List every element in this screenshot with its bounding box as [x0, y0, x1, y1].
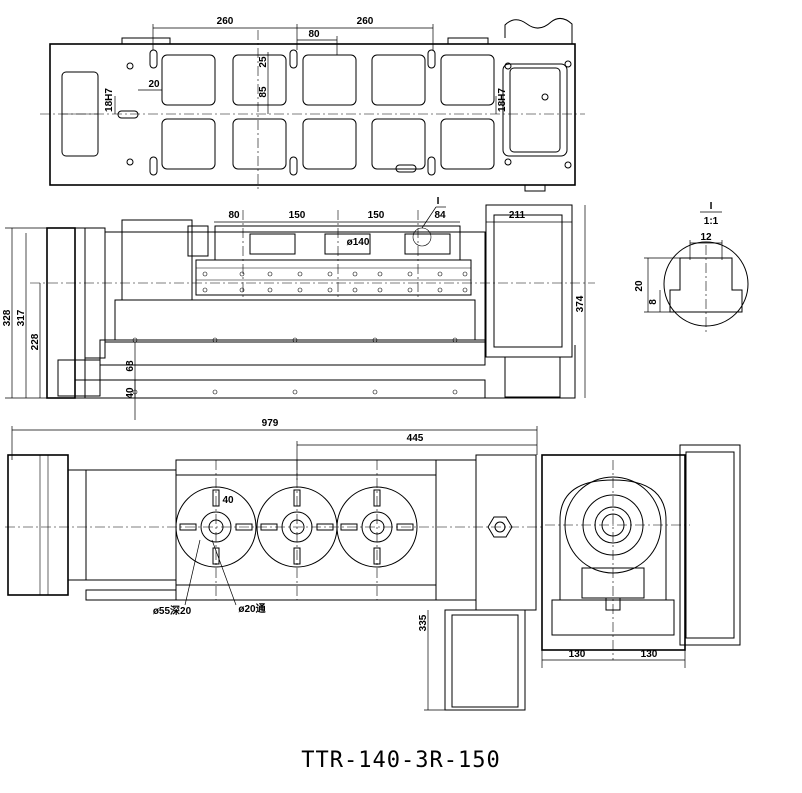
- dim-18h7-right: 18H7: [497, 88, 508, 112]
- dim-85: 85: [258, 86, 269, 98]
- front-view-dimensions: 80 150 150 84 211 ø140 328 317 228 68 40…: [2, 196, 586, 399]
- dim-445: 445: [407, 433, 424, 444]
- drawing-title: TTR-140-3R-150: [301, 748, 501, 773]
- dim-front-211: 211: [509, 210, 526, 221]
- dim-979: 979: [262, 418, 279, 429]
- dim-18h7-left: 18H7: [104, 88, 115, 112]
- dim-335: 335: [418, 614, 429, 631]
- dim-374: 374: [575, 295, 586, 312]
- top-view-dimensions: 260 80 260 20 25 85 18H7 18H7: [104, 16, 508, 112]
- dim-detail-8: 8: [648, 299, 659, 305]
- plan-view: [5, 426, 545, 711]
- dim-side-130-left: 130: [569, 649, 586, 660]
- dim-228: 228: [30, 333, 41, 350]
- table-t-slots: [179, 489, 414, 565]
- plan-view-dimensions: 979 445 40 ø55深20 ø20通 335: [153, 418, 429, 631]
- dim-front-84: 84: [434, 210, 446, 221]
- dim-side-130-right: 130: [641, 649, 658, 660]
- dim-front-80: 80: [228, 210, 240, 221]
- dim-detail-20: 20: [634, 280, 645, 292]
- dim-260-left: 260: [217, 16, 234, 27]
- front-view: [5, 204, 595, 420]
- dim-20: 20: [148, 79, 160, 90]
- dim-25: 25: [258, 56, 269, 68]
- top-view: [40, 18, 585, 192]
- dim-phi55-depth20: ø55深20: [153, 604, 192, 617]
- dim-80: 80: [308, 29, 320, 40]
- dim-328: 328: [2, 309, 13, 326]
- detail-label: I: [710, 201, 713, 212]
- dim-front-150-b: 150: [368, 210, 385, 221]
- dim-front-150-a: 150: [289, 210, 306, 221]
- dim-detail-12: 12: [700, 232, 712, 243]
- dim-68: 68: [125, 360, 136, 372]
- detail-view: [644, 211, 749, 335]
- dim-phi140: ø140: [347, 237, 370, 248]
- detail-view-labels: I 1:1 12 20 8: [634, 201, 719, 305]
- dim-317: 317: [16, 309, 27, 326]
- front-holes: [132, 271, 468, 395]
- dim-40: 40: [125, 387, 136, 399]
- dim-260-right: 260: [357, 16, 374, 27]
- dim-phi20-thru: ø20通: [238, 603, 265, 615]
- detail-callout-label: I: [437, 196, 440, 207]
- detail-scale: 1:1: [704, 216, 719, 227]
- dim-plan-40: 40: [222, 495, 234, 506]
- side-view: [541, 444, 741, 668]
- side-view-dimensions: 130 130: [569, 649, 658, 660]
